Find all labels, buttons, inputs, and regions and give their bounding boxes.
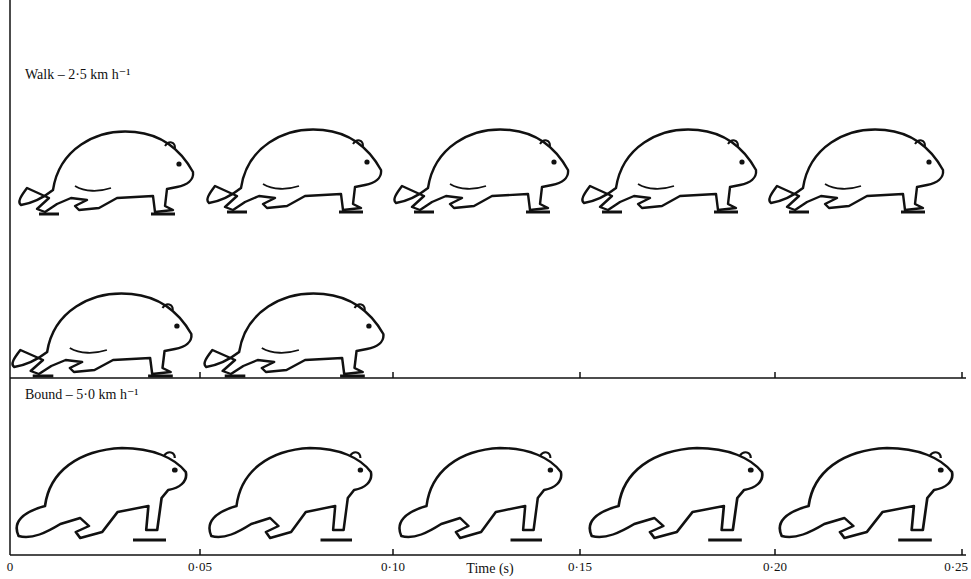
axis-tick-label: 0·15 — [568, 559, 592, 575]
bound-frames — [17, 448, 953, 540]
gait-label: Walk – 2·5 km h⁻¹ — [25, 67, 130, 83]
bound-frame — [590, 448, 763, 540]
walk-frame — [207, 130, 381, 212]
walk-frame — [582, 130, 756, 212]
axis-tick-label: 0·20 — [763, 559, 787, 575]
gait-label: Bound – 5·0 km h⁻¹ — [25, 387, 138, 403]
walk-frame — [769, 130, 943, 212]
walk-frame — [19, 132, 193, 214]
walk-frame — [205, 294, 384, 376]
axis-tick-label: 0 — [7, 559, 14, 575]
axis-tick-label: 0·25 — [944, 559, 968, 575]
walk-frame — [394, 130, 568, 212]
axis-tick-label: 0·10 — [381, 559, 405, 575]
walk-frames — [13, 130, 944, 376]
bound-frame — [399, 448, 561, 540]
bound-frame — [209, 448, 371, 540]
axis-title: Time (s) — [466, 561, 513, 577]
bound-frame — [780, 448, 953, 540]
walk-frame — [13, 294, 192, 376]
axis-tick-label: 0·05 — [188, 559, 212, 575]
axes — [10, 0, 966, 555]
bound-frame — [17, 448, 186, 540]
